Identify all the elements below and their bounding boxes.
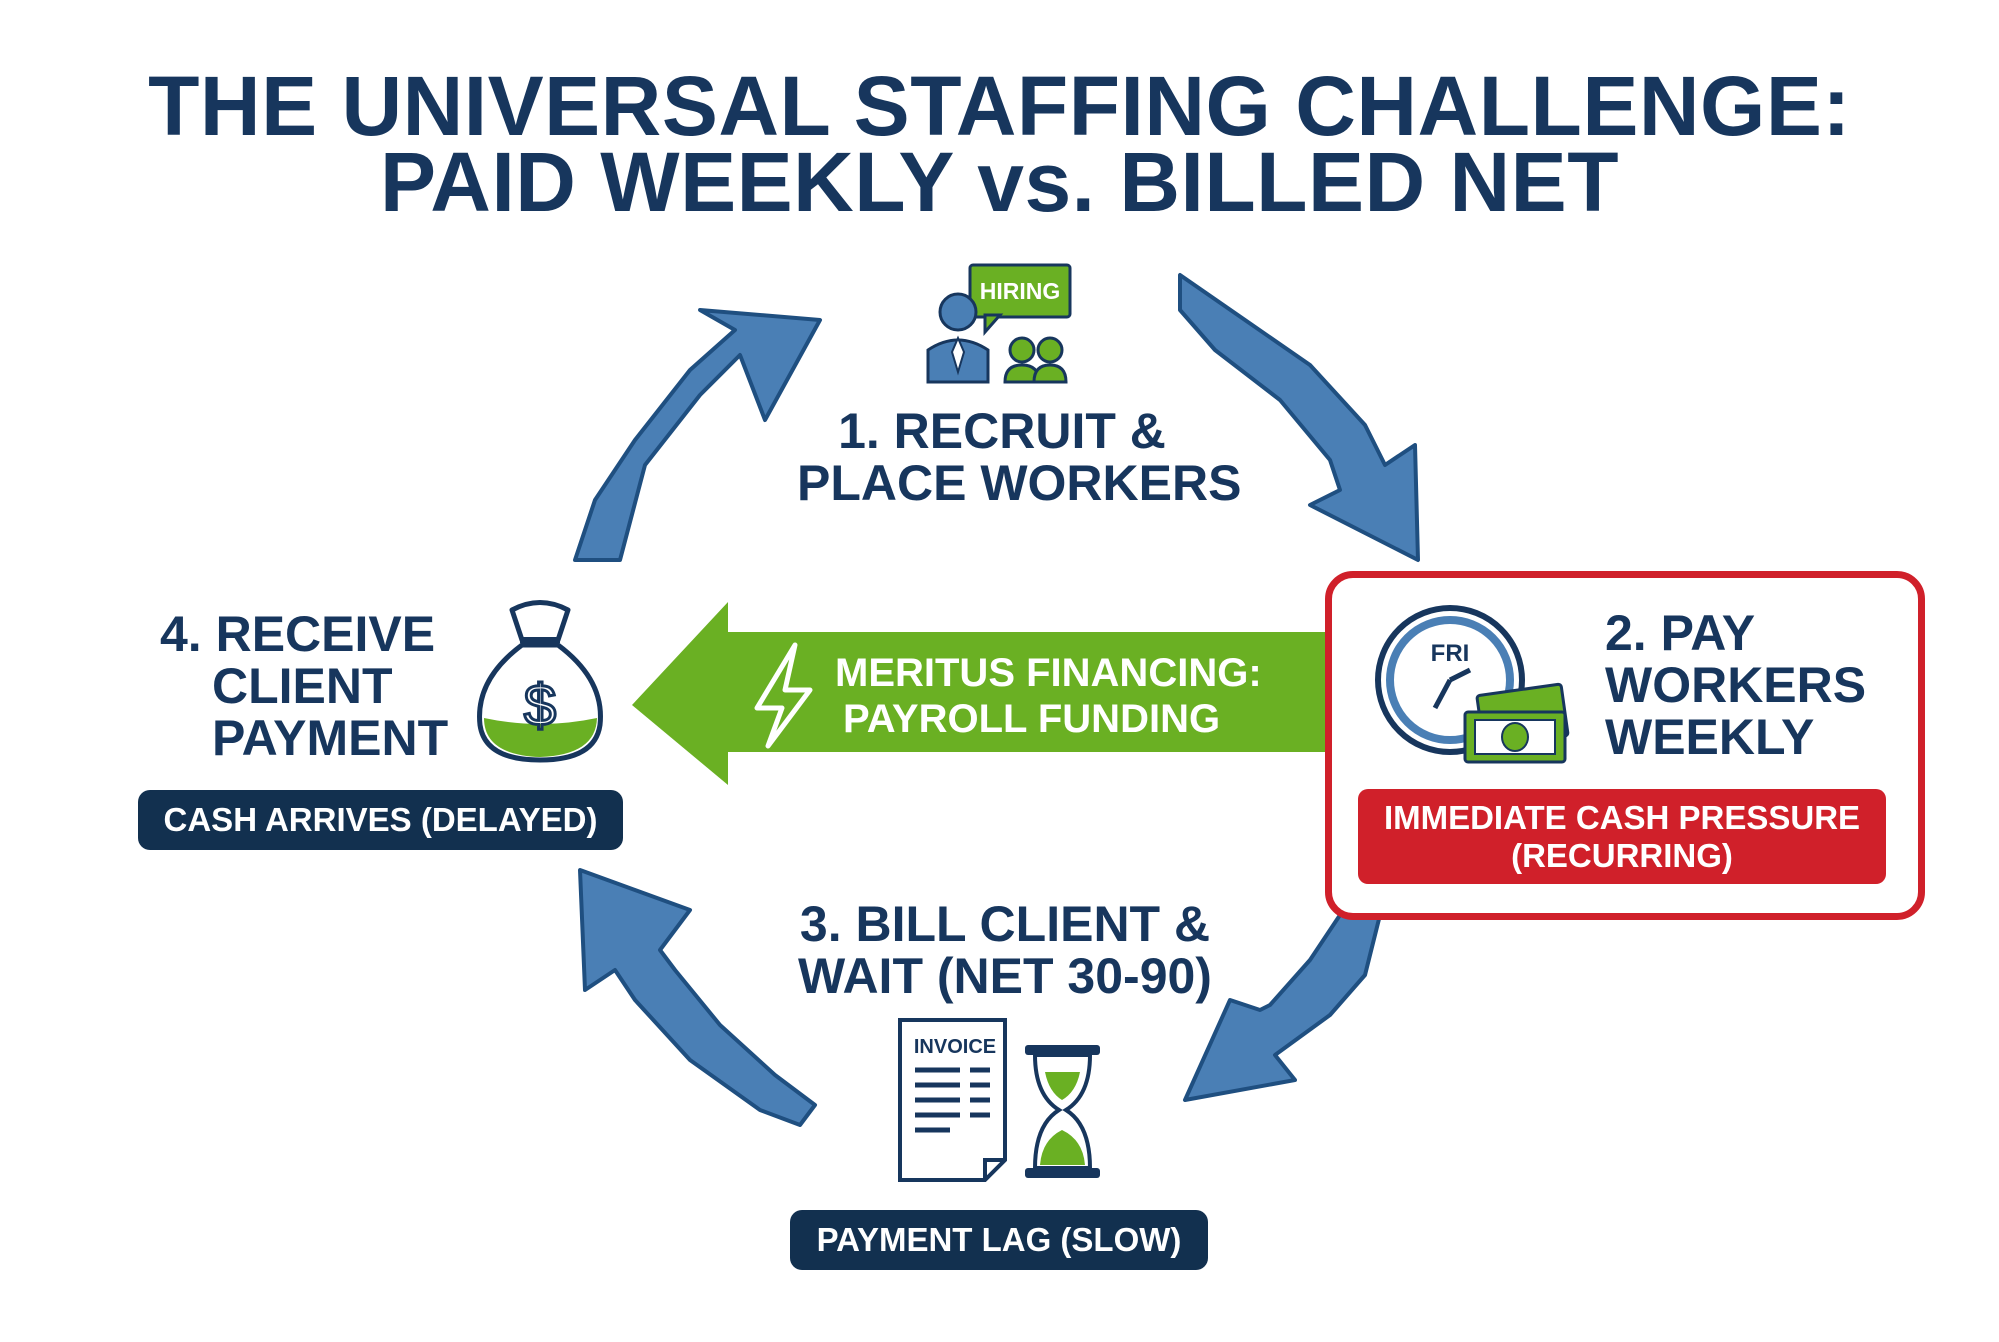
arrow-to-step2 [1178,273,1420,562]
step4-line3: PAYMENT [212,710,449,766]
step4-line1: 4. RECEIVE [160,606,436,662]
step3-line1: 3. BILL CLIENT & [799,896,1211,952]
payment-lag-badge: PAYMENT LAG (SLOW) [790,1210,1208,1270]
clock-day-label: FRI [1430,640,1470,667]
cash-pressure-line1: IMMEDIATE CASH PRESSURE [1383,798,1861,836]
page-title-line1: THE UNIVERSAL STAFFING CHALLENGE: [148,59,1851,153]
lightning-icon [754,642,813,749]
cash-arrives-badge: CASH ARRIVES (DELAYED) [138,790,623,850]
invoice-label: INVOICE [913,1036,997,1058]
cash-pressure-line2: (RECURRING) [1511,836,1733,874]
step2-line2: WORKERS [1605,657,1867,713]
step1-line2: PLACE WORKERS [797,455,1242,511]
step1-label: 1. RECRUIT & PLACE WORKERS [797,403,1242,511]
banner-line2: PAYROLL FUNDING [843,697,1221,741]
arrow-to-step1 [573,308,822,562]
banner-line1: MERITUS FINANCING: [835,651,1262,695]
step3-line2: WAIT (NET 30-90) [798,948,1212,1004]
step3-label: 3. BILL CLIENT & WAIT (NET 30-90) [780,898,1230,1002]
meritus-banner-text: MERITUS FINANCING: PAYROLL FUNDING [835,650,1262,742]
step2-label: 2. PAY WORKERS WEEKLY [1605,607,1866,763]
svg-text:$: $ [524,673,556,738]
step2-line3: WEEKLY [1605,709,1815,765]
step4-label: 4. RECEIVE CLIENT PAYMENT [160,608,448,764]
cash-pressure-badge: IMMEDIATE CASH PRESSURE (RECURRING) [1358,789,1886,884]
arrow-to-step3 [1183,913,1382,1102]
page-title-line2: PAID WEEKLY vs. BILLED NET [380,135,1619,229]
hiring-badge-label: HIRING [979,278,1061,304]
step2-line1: 2. PAY [1605,605,1756,661]
arrow-to-step4 [578,868,817,1127]
step4-line2: CLIENT [212,658,393,714]
step1-line1: 1. RECRUIT & [838,403,1166,459]
